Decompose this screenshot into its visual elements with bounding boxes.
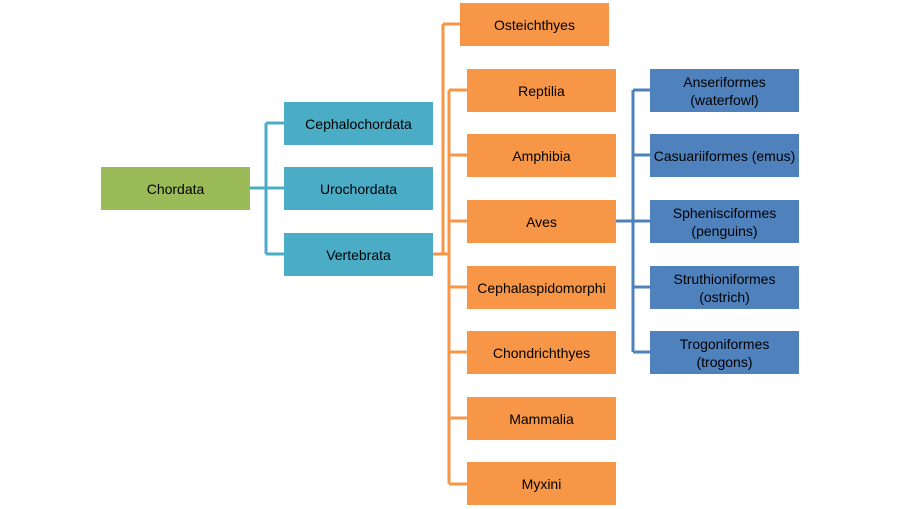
node-label: Urochordata bbox=[319, 180, 398, 197]
node-label-line1: Sphenisciformes bbox=[672, 204, 777, 221]
node-aves: Aves bbox=[467, 200, 616, 243]
node-label: Mammalia bbox=[509, 410, 574, 427]
node-trogoniformes: Trogoniformes (trogons) bbox=[650, 331, 799, 374]
node-label-line2: (trogons) bbox=[696, 353, 753, 370]
vertebrata-connectors bbox=[433, 22, 467, 486]
node-label: Chordata bbox=[146, 180, 205, 197]
node-label: Cephalochordata bbox=[305, 115, 412, 132]
node-osteichthyes: Osteichthyes bbox=[460, 3, 609, 46]
node-cephalaspidomorphi: Cephalaspidomorphi bbox=[467, 266, 616, 309]
node-struthioniformes: Struthioniformes (ostrich) bbox=[650, 266, 799, 309]
node-chordata: Chordata bbox=[101, 167, 250, 210]
node-label: Cephalaspidomorphi bbox=[477, 279, 606, 296]
node-label-line1: Anseriformes bbox=[683, 73, 766, 90]
node-chondrichthyes: Chondrichthyes bbox=[467, 331, 616, 374]
node-label-line2: (waterfowl) bbox=[690, 91, 759, 108]
node-label-line1: Casuariiformes (emus) bbox=[653, 147, 796, 164]
node-amphibia: Amphibia bbox=[467, 134, 616, 177]
node-vertebrata: Vertebrata bbox=[284, 233, 433, 276]
node-label: Amphibia bbox=[512, 147, 571, 164]
node-urochordata: Urochordata bbox=[284, 167, 433, 210]
chordata-connectors bbox=[250, 121, 284, 256]
node-label: Aves bbox=[526, 213, 557, 230]
node-anseriformes: Anseriformes (waterfowl) bbox=[650, 69, 799, 112]
node-mammalia: Mammalia bbox=[467, 397, 616, 440]
node-reptilia: Reptilia bbox=[467, 69, 616, 112]
node-myxini: Myxini bbox=[467, 462, 616, 505]
node-label: Myxini bbox=[521, 475, 562, 492]
node-label-line1: Struthioniformes bbox=[673, 270, 776, 287]
node-label-line1: Trogoniformes bbox=[679, 335, 770, 352]
node-label-line2: (penguins) bbox=[691, 222, 758, 239]
node-label: Osteichthyes bbox=[494, 16, 575, 33]
node-label: Vertebrata bbox=[326, 246, 391, 263]
node-label-line2: (ostrich) bbox=[699, 288, 750, 305]
node-sphenisciformes: Sphenisciformes (penguins) bbox=[650, 200, 799, 243]
node-cephalochordata: Cephalochordata bbox=[284, 102, 433, 145]
aves-connectors bbox=[616, 88, 650, 354]
node-label: Reptilia bbox=[518, 82, 565, 99]
node-label: Chondrichthyes bbox=[492, 344, 591, 361]
node-casuariiformes: Casuariiformes (emus) bbox=[650, 134, 799, 177]
